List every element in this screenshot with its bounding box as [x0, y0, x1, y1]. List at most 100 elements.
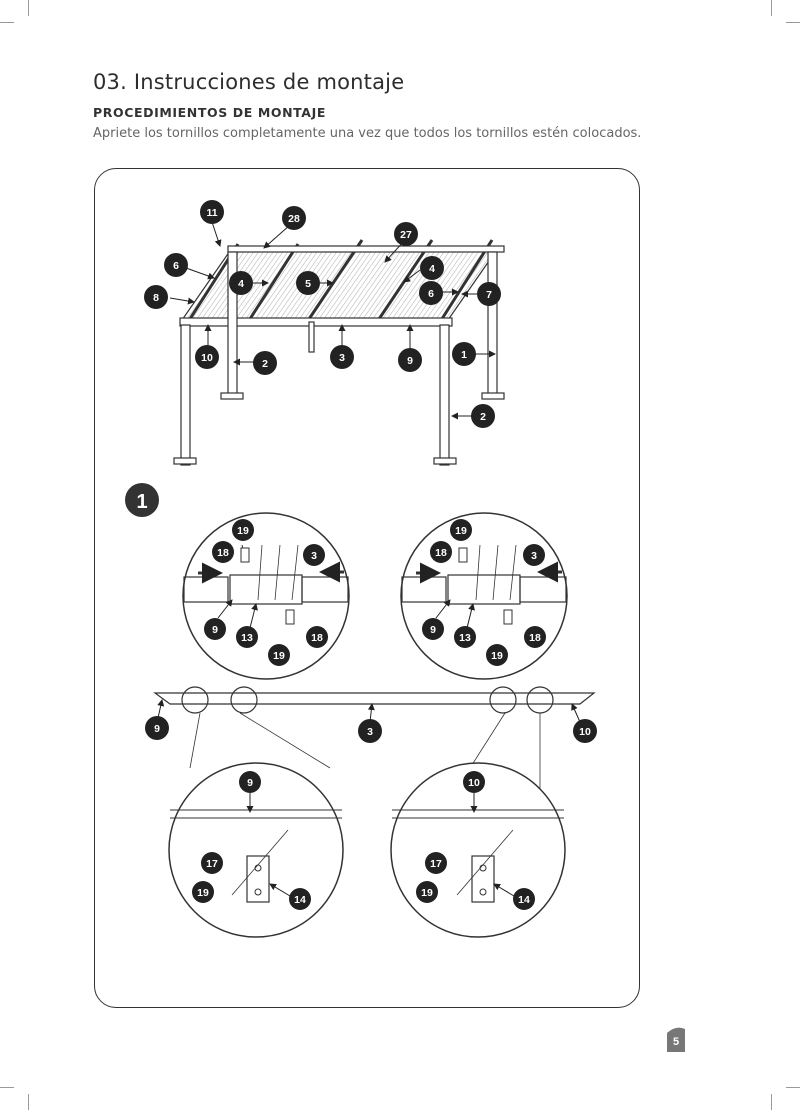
assembly-diagram-frame [94, 168, 640, 1008]
svg-text:5: 5 [305, 278, 311, 290]
svg-text:18: 18 [311, 632, 323, 644]
svg-text:3: 3 [339, 352, 345, 364]
detail-circle-left-top [182, 512, 350, 680]
callout-badge: 5 [296, 271, 320, 295]
callout-badge: 1 [452, 342, 476, 366]
svg-text:4: 4 [238, 278, 244, 290]
crop-mark [0, 1087, 14, 1088]
callout-badge: 14 [513, 888, 535, 910]
svg-text:9: 9 [154, 723, 160, 735]
callout-leaders [157, 221, 581, 897]
svg-text:8: 8 [153, 292, 159, 304]
callout-badge: 9 [145, 716, 169, 740]
callout-badge: 19 [192, 881, 214, 903]
crop-mark [786, 1087, 800, 1088]
svg-text:13: 13 [241, 632, 253, 644]
page-number: 5 [667, 1032, 685, 1052]
callout-badge: 18 [306, 626, 328, 648]
svg-text:6: 6 [173, 260, 179, 272]
svg-text:9: 9 [430, 624, 436, 636]
svg-text:3: 3 [367, 726, 373, 738]
step-number: 1 [136, 491, 147, 513]
callout-badge: 9 [239, 771, 261, 793]
svg-text:19: 19 [273, 650, 285, 662]
crop-mark [28, 0, 29, 16]
svg-text:19: 19 [197, 887, 209, 899]
callout-badge: 9 [204, 618, 226, 640]
callout-badge: 18 [524, 626, 546, 648]
svg-text:1: 1 [461, 349, 467, 361]
crop-mark [0, 22, 14, 23]
callout-badge: 7 [477, 282, 501, 306]
svg-text:19: 19 [455, 525, 467, 537]
callout-badge: 27 [394, 222, 418, 246]
callout-badge: 13 [454, 626, 476, 648]
callout-badge: 14 [289, 888, 311, 910]
svg-text:28: 28 [288, 213, 300, 225]
callout-badge: 3 [523, 544, 545, 566]
svg-text:17: 17 [206, 858, 218, 870]
callout-badge: 19 [416, 881, 438, 903]
callout-badge: 13 [236, 626, 258, 648]
callout-badge: 6 [164, 253, 188, 277]
svg-text:6: 6 [428, 288, 434, 300]
callout-badge: 6 [419, 281, 443, 305]
callout-badge: 9 [422, 618, 444, 640]
callout-badge: 10 [195, 345, 219, 369]
svg-text:17: 17 [430, 858, 442, 870]
callout-badge: 19 [486, 644, 508, 666]
callout-badge: 17 [201, 852, 223, 874]
callout-badge: 10 [573, 719, 597, 743]
callout-badge: 2 [471, 404, 495, 428]
svg-text:19: 19 [491, 650, 503, 662]
svg-text:14: 14 [294, 894, 306, 906]
callout-badge: 3 [303, 544, 325, 566]
crop-mark [786, 22, 800, 23]
svg-text:2: 2 [262, 358, 268, 370]
callout-badge: 4 [229, 271, 253, 295]
svg-text:11: 11 [206, 207, 217, 219]
callout-badge: 9 [398, 348, 422, 372]
callout-badge: 11 [200, 200, 224, 224]
callout-badge: 28 [282, 206, 306, 230]
svg-text:9: 9 [212, 624, 218, 636]
callout-badge: 2 [253, 351, 277, 375]
callout-badge: 18 [212, 541, 234, 563]
callout-badge: 19 [450, 519, 472, 541]
svg-text:9: 9 [247, 777, 253, 789]
page-tab-icon [667, 1027, 685, 1033]
callout-badge: 4 [420, 256, 444, 280]
svg-text:10: 10 [201, 352, 213, 364]
svg-text:14: 14 [518, 894, 530, 906]
svg-text:2: 2 [480, 411, 486, 423]
svg-text:19: 19 [421, 887, 433, 899]
detail-circle-right-top [400, 512, 568, 680]
pergola-overview [173, 239, 505, 466]
svg-text:18: 18 [217, 547, 229, 559]
instruction-text: Apriete los tornillos completamente una … [93, 126, 642, 141]
callout-badge: 3 [358, 719, 382, 743]
svg-text:18: 18 [435, 547, 447, 559]
svg-text:10: 10 [579, 726, 591, 738]
callout-badge: 10 [463, 771, 485, 793]
callout-badge: 18 [430, 541, 452, 563]
svg-text:9: 9 [407, 355, 413, 367]
step-badge [125, 483, 159, 517]
svg-text:27: 27 [400, 229, 412, 241]
crop-mark [28, 1094, 29, 1110]
callout-badge: 19 [232, 519, 254, 541]
callout-badge: 19 [268, 644, 290, 666]
callout-badges: 11 28 27 6 4 4 8 5 6 7 10 2 3 9 1 2 19 1… [144, 200, 597, 910]
svg-text:13: 13 [459, 632, 471, 644]
svg-text:18: 18 [529, 632, 541, 644]
svg-text:4: 4 [429, 263, 435, 275]
page-title: 03. Instrucciones de montaje [93, 70, 405, 94]
svg-text:3: 3 [531, 550, 537, 562]
section-subtitle: PROCEDIMIENTOS DE MONTAJE [93, 105, 326, 120]
svg-text:7: 7 [486, 289, 492, 301]
crop-mark [771, 0, 772, 16]
main-beam [153, 686, 596, 800]
svg-text:10: 10 [468, 777, 480, 789]
callout-badge: 17 [425, 852, 447, 874]
